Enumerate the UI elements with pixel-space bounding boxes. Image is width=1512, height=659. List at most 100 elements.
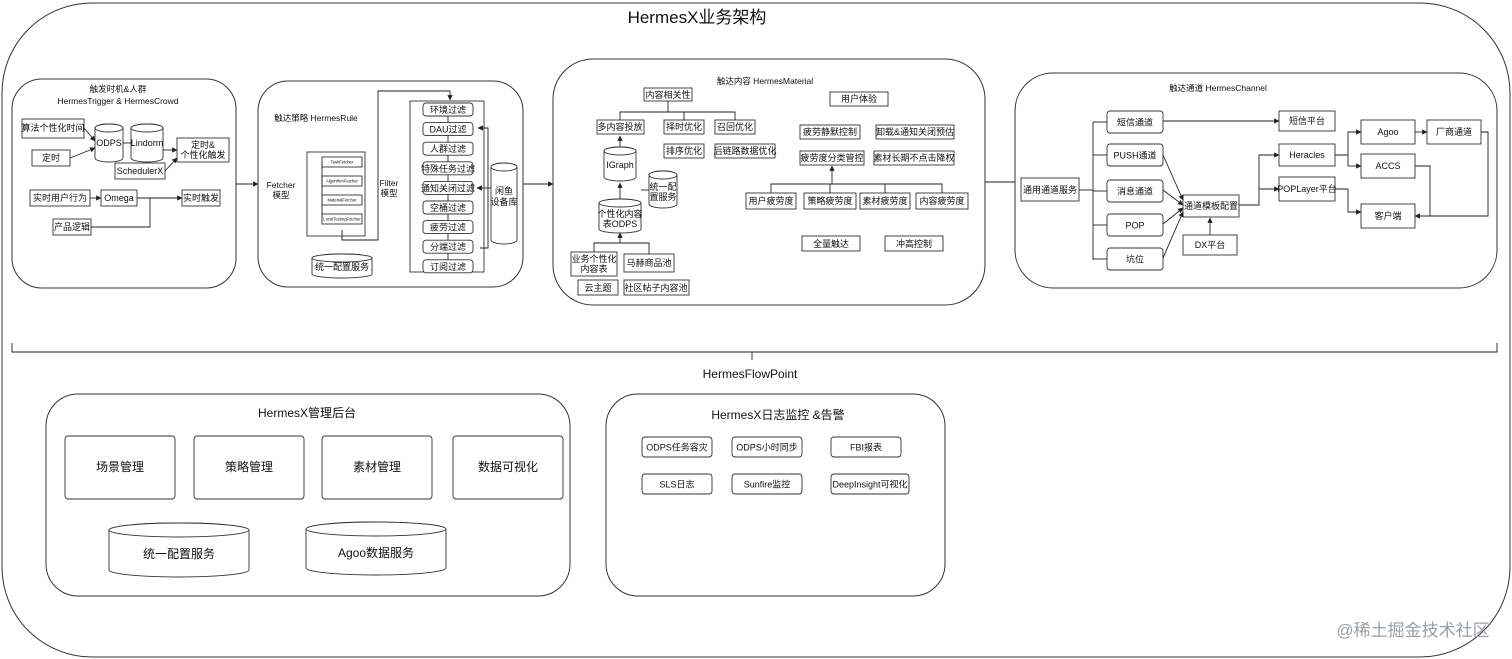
product-logic-box: 产品逻辑 (54, 221, 90, 232)
fatigue-silence-box: 疲劳静默控制 (803, 126, 857, 137)
admin-tiles: 场景管理策略管理素材管理数据可视化 (64, 435, 564, 500)
channel-item-2-label: 消息通道 (1117, 186, 1153, 197)
fatigue-category-box: 疲劳度分类管控 (800, 152, 863, 163)
timed-trigger-box-1: 定时& (191, 139, 215, 150)
monitor-title: HermesX日志监控 &告警 (711, 407, 844, 422)
timed-trigger-box-2: 个性化触发 (180, 149, 225, 160)
material-config-1: 统一配 (649, 181, 676, 192)
realtime-trigger-box: 实时触发 (183, 192, 219, 203)
vendor-channel-box: 厂商通道 (1436, 126, 1472, 137)
monitor-item-2: FBI报表 (830, 436, 902, 458)
rank-opt-box: 排序优化 (666, 145, 702, 156)
monitor-panel: HermesX日志监控 &告警 ODPS任务容灾 ODPS小时同步 FBI报表 SLS… (605, 393, 946, 597)
personal-odps-2: 表ODPS (603, 218, 638, 229)
sms-platform-box: 短信平台 (1289, 115, 1325, 126)
fetcher-item-3: LocalTestingFetcher (323, 217, 361, 222)
admin-tile-3-label: 数据可视化 (478, 459, 538, 474)
heracles-box: Heracles (1289, 150, 1325, 160)
monitor-item-2-label: FBI报表 (850, 442, 882, 453)
cloud-theme-box: 云主题 (584, 282, 611, 293)
admin-tile-1: 策略管理 (193, 435, 305, 500)
odps-label: ODPS (96, 138, 122, 148)
channel-item-2: 消息通道 (1106, 179, 1164, 203)
content-relevance-box: 内容相关性 (645, 89, 690, 100)
personal-odps-1: 个性化内容 (597, 208, 642, 219)
filter-item-1-label: DAU过滤 (429, 124, 466, 135)
filter-item-2-label: 人群过滤 (430, 143, 466, 154)
filter-label-2: 模型 (380, 188, 398, 198)
filter-list: 环境过滤DAU过滤人群过滤特殊任务过滤通知关闭过滤空桶过滤疲劳过滤分端过滤订阅过… (421, 102, 475, 274)
mahe-pool-box: 马赫商品池 (626, 257, 671, 268)
realtime-user-box: 实时用户行为 (33, 192, 87, 203)
recall-opt-box: 召回优化 (717, 121, 753, 132)
monitor-item-5-label: DeepInsight可视化 (832, 479, 907, 490)
dx-platform-box: DX平台 (1195, 239, 1226, 250)
fatigue-item-2: 素材疲劳度 (862, 195, 907, 206)
filter-item-3: 特殊任务过滤 (421, 161, 475, 176)
material-title: 触达内容 HermesMaterial (717, 76, 813, 86)
admin-tile-2: 素材管理 (321, 435, 433, 500)
lindorm-label: Lindorm (131, 138, 164, 148)
channel-item-4-label: 坑位 (1126, 254, 1144, 265)
igraph-label: IGraph (606, 160, 634, 170)
monitor-item-0: ODPS任务容灾 (641, 436, 713, 458)
chain-opt-box: 后链路数据优化 (713, 145, 776, 156)
client-box: 客户端 (1374, 210, 1401, 221)
user-experience-box: 用户体验 (841, 93, 877, 104)
filter-item-3-label: 特殊任务过滤 (421, 163, 475, 174)
rule-panel: 触达策略 HermesRule Fetcher 模型 Filter 模型 Tas… (257, 80, 524, 288)
monitor-item-1-label: ODPS小时同步 (736, 442, 798, 453)
filter-item-6: 疲劳过滤 (422, 220, 474, 235)
channel-item-1-label: PUSH通道 (1113, 150, 1156, 161)
fetcher-item-0: TaskFetcher (331, 160, 354, 165)
biz-content-1: 业务个性化 (571, 253, 616, 264)
filter-item-5-label: 空桶过滤 (430, 202, 466, 213)
watermark: @稀土掘金技术社区 (1336, 621, 1489, 640)
omega-box: Omega (104, 193, 134, 203)
filter-item-4-label: 通知关闭过滤 (421, 182, 475, 193)
material-downgrade-box: 素材长期不点击降权 (873, 152, 954, 163)
trigger-title: 触发时机&人群 (90, 84, 147, 94)
trigger-panel: 触发时机&人群 HermesTrigger & HermesCrowd 算法个性… (11, 78, 237, 289)
monitor-item-4-label: Sunfire监控 (744, 479, 791, 490)
flowpoint-label: HermesFlowPoint (703, 367, 798, 381)
community-pool-box: 社区帖子内容池 (624, 282, 687, 293)
admin-panel: HermesX管理后台 场景管理策略管理素材管理数据可视化 统一配置服务 Ago… (45, 393, 571, 597)
monitor-item-4: Sunfire监控 (731, 473, 803, 495)
monitor-item-0-label: ODPS任务容灾 (646, 442, 708, 453)
schedulerx-box: SchedulerX (117, 166, 164, 176)
filter-item-8-label: 订阅过滤 (430, 261, 466, 272)
channel-item-0-label: 短信通道 (1117, 117, 1153, 128)
monitor-item-1: ODPS小时同步 (731, 436, 803, 458)
general-service-box: 通用通道服务 (1023, 184, 1077, 195)
biz-content-2: 内容表 (580, 263, 607, 274)
monitor-item-3-label: SLS日志 (659, 479, 694, 490)
fetcher-item-1: AlgorithmFetcher (326, 179, 358, 184)
admin-tile-2-label: 素材管理 (353, 459, 401, 474)
material-panel: 触达内容 HermesMaterial 内容相关性 多内容投放 择时优化 召回优… (552, 58, 986, 306)
filter-item-5: 空桶过滤 (422, 200, 474, 215)
rule-config-service: 统一配置服务 (315, 261, 369, 272)
admin-tile-3: 数据可视化 (452, 435, 564, 500)
xianyu-db-1: 闲鱼 (495, 185, 513, 196)
channel-item-3-label: POP (1125, 221, 1144, 231)
channel-panel: 触达通道 HermesChannel 通用通道服务 短信通道PUSH通道消息通道… (1014, 72, 1498, 289)
peak-control-box: 冲高控制 (896, 238, 932, 249)
filter-item-7: 分端过滤 (422, 239, 474, 254)
agoo-data-service: Agoo数据服务 (338, 545, 414, 560)
filter-item-8: 订阅过滤 (422, 259, 474, 274)
admin-tile-1-label: 策略管理 (225, 459, 273, 474)
fetcher-item-2: MaterialFetcher (327, 198, 357, 203)
filter-item-1: DAU过滤 (422, 122, 474, 137)
flowpoint-bracket (11, 343, 1498, 353)
page-title: HermesX业务架构 (628, 8, 767, 27)
uninstall-predict-box: 卸载&通知关闭预估 (876, 126, 954, 137)
admin-title: HermesX管理后台 (258, 405, 356, 420)
channel-item-3: POP (1106, 213, 1164, 237)
timing-opt-box: 择时优化 (666, 121, 702, 132)
template-config-box: 通道模板配置 (1184, 200, 1238, 211)
agoo-box: Agoo (1377, 127, 1398, 137)
filter-label-1: Filter (380, 178, 399, 188)
